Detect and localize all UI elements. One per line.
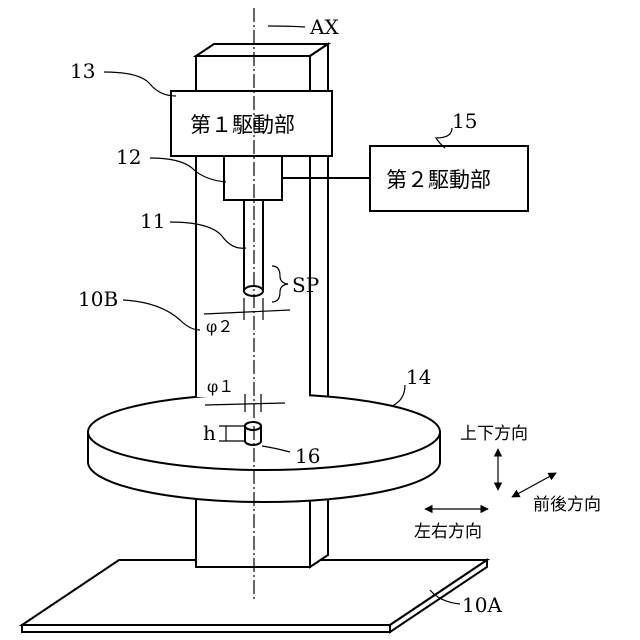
rotary-table: [88, 394, 440, 502]
sample-pin: [245, 422, 261, 445]
column-ref-label: 10B: [78, 287, 118, 311]
second-drive-label: 第２駆動部: [386, 168, 491, 192]
h-label: h: [203, 421, 216, 445]
first-drive-ref-label: 13: [70, 59, 95, 83]
left-right-label: 左右方向: [414, 522, 482, 542]
holder-block: [224, 156, 282, 200]
pipette-ref-label: 11: [140, 209, 165, 233]
sp-label: SP: [292, 273, 319, 297]
up-down-label: 上下方向: [460, 424, 528, 444]
holder-ref-label: 12: [116, 145, 141, 169]
second-drive-ref-label: 15: [452, 109, 477, 133]
phi1-label: φ１: [207, 377, 234, 396]
hole-ref-label: 16: [295, 444, 320, 468]
front-back-arrow: [512, 473, 556, 497]
table-ref-label: 14: [406, 365, 431, 389]
base-ref-label: 10A: [462, 593, 502, 617]
phi2-label: φ２: [206, 317, 233, 336]
axis-label: AX: [309, 15, 339, 39]
front-back-label: 前後方向: [533, 495, 601, 515]
first-drive-label: 第１駆動部: [190, 113, 295, 137]
